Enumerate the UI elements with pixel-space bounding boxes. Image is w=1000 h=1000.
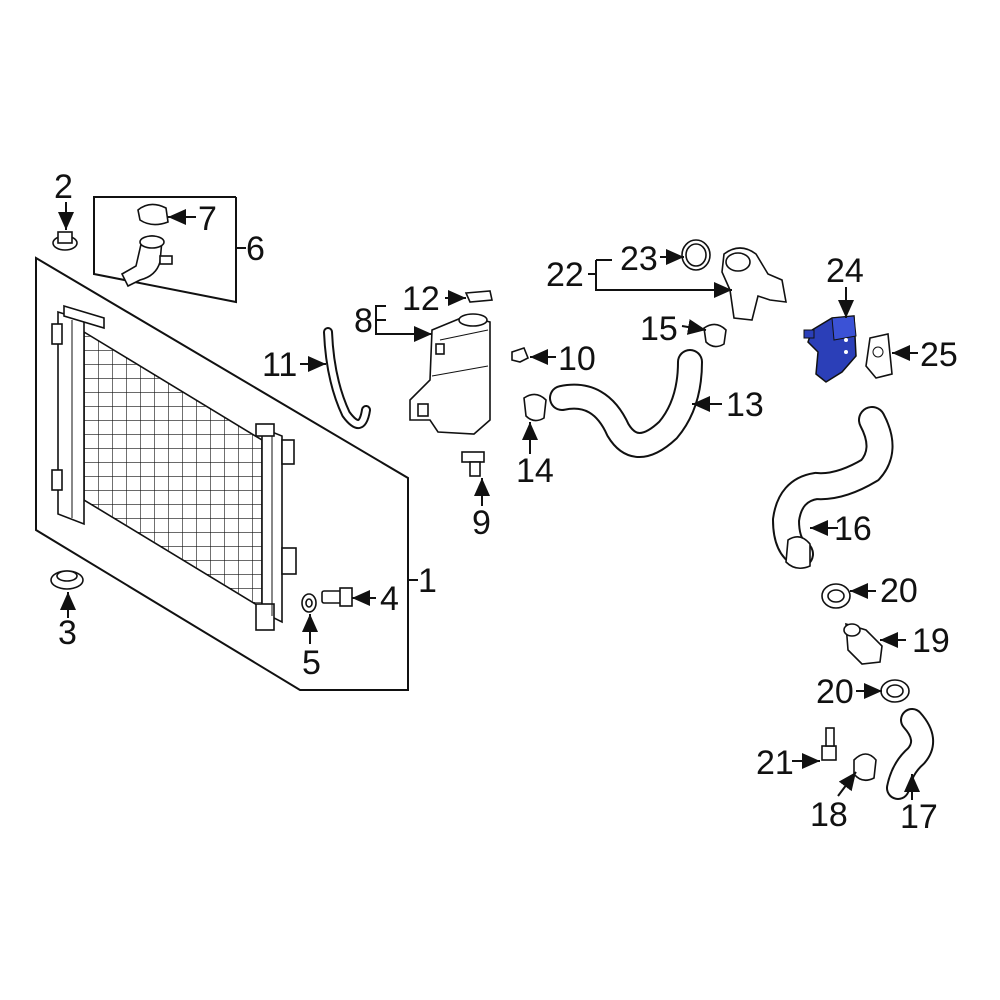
part-18-clamp	[853, 753, 877, 782]
callout-16: 16	[834, 510, 872, 548]
part-23-o-ring	[681, 239, 711, 271]
callout-17: 17	[900, 798, 938, 836]
part-2-clip	[52, 231, 78, 251]
callout-3: 3	[58, 614, 77, 652]
filler-neck-group	[93, 196, 237, 304]
part-11-hose	[323, 327, 371, 429]
callout-24: 24	[826, 252, 864, 290]
callout-7: 7	[198, 200, 217, 238]
callout-10: 10	[558, 340, 596, 378]
callout-21: 21	[756, 744, 794, 782]
callout-22: 22	[546, 256, 584, 294]
callout-4: 4	[380, 580, 399, 618]
part-7-cap	[137, 203, 169, 226]
radiator-outline-box	[35, 256, 409, 691]
callout-20-lower: 20	[816, 673, 854, 711]
callout-23: 23	[620, 240, 658, 278]
callout-9: 9	[472, 504, 491, 542]
part-4-drain-plug	[321, 587, 353, 607]
callout-15: 15	[640, 310, 678, 348]
callout-5: 5	[302, 644, 321, 682]
callout-6: 6	[246, 230, 265, 268]
part-16-lower-hose	[771, 406, 894, 570]
callout-12: 12	[402, 280, 440, 318]
part-10-nut	[511, 347, 530, 363]
callout-13: 13	[726, 386, 764, 424]
part-3-mount	[50, 570, 84, 590]
part-19-fitting	[843, 622, 883, 665]
callout-8: 8	[354, 302, 373, 340]
leader-lines	[58, 202, 920, 800]
part-15-clamp	[703, 323, 727, 348]
callout-1: 1	[418, 562, 437, 600]
callout-2: 2	[54, 168, 73, 206]
callout-14: 14	[516, 452, 554, 490]
part-20-clamp-upper	[821, 583, 851, 609]
radiator-assembly	[35, 256, 409, 691]
callout-19: 19	[912, 622, 950, 660]
part-9-bolt	[461, 451, 485, 477]
part-22-housing	[721, 247, 787, 321]
part-20-clamp-lower	[880, 679, 910, 703]
callout-labels: 1 2 3 4 5 6 7 8 9 10 11 12 13 14 15 16 1…	[54, 168, 958, 836]
part-14-clamp	[523, 393, 547, 422]
part-21-sensor	[821, 727, 837, 761]
radiator-core	[83, 330, 263, 610]
callout-18: 18	[810, 796, 848, 834]
part-13-upper-hose	[549, 349, 703, 458]
part-25-gasket	[865, 333, 893, 379]
callout-25: 25	[920, 336, 958, 374]
part-8-reservoir	[409, 313, 491, 435]
callout-20-upper: 20	[880, 572, 918, 610]
part-12-clip	[464, 290, 493, 303]
part-6-bracket	[93, 196, 237, 304]
part-24-highlighted-component	[803, 315, 857, 383]
part-17-hose	[886, 708, 934, 800]
part-5-washer	[301, 593, 317, 613]
callout-11: 11	[262, 346, 297, 384]
